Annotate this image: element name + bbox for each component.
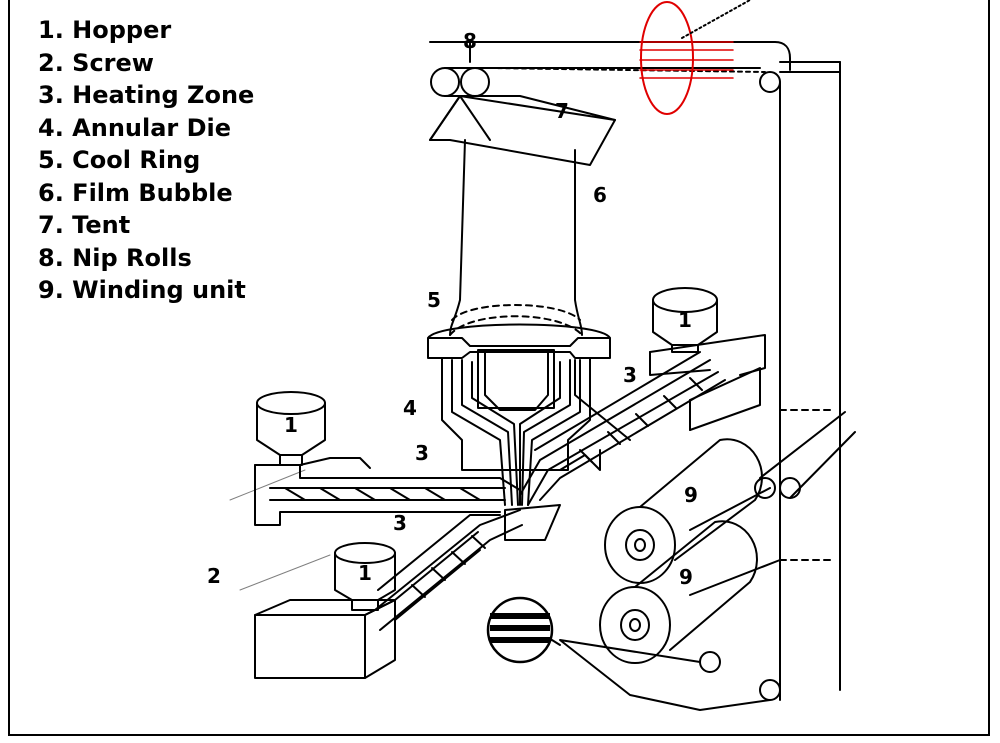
component-legend: 1. Hopper 2. Screw 3. Heating Zone 4. An… bbox=[38, 14, 254, 307]
legend-item-cool-ring: 5. Cool Ring bbox=[38, 146, 201, 174]
callout-heating-zone-left: 3 bbox=[415, 441, 429, 465]
callout-tent: 7 bbox=[555, 99, 569, 123]
nip-rolls bbox=[430, 67, 766, 97]
callout-screw: 2 bbox=[207, 564, 221, 588]
legend-item-nip-rolls: 8. Nip Rolls bbox=[38, 243, 192, 272]
callout-annular-die: 4 bbox=[403, 396, 417, 420]
legend-item-screw: 2. Screw bbox=[38, 48, 154, 77]
legend-item-heating-zone: 3. Heating Zone bbox=[38, 81, 255, 109]
film-cross-section-icon bbox=[486, 596, 561, 664]
callout-film-bubble: 6 bbox=[593, 183, 607, 207]
film-path-frame bbox=[429, 41, 841, 701]
film-bubble bbox=[449, 139, 583, 336]
film-layer-highlight bbox=[639, 1, 734, 115]
callout-winding-unit-upper: 9 bbox=[684, 483, 698, 507]
tent bbox=[429, 95, 616, 166]
legend-item-annular-die: 4. Annular Die bbox=[38, 113, 232, 142]
callout-nip-rolls: 8 bbox=[463, 29, 477, 53]
annular-die bbox=[441, 349, 591, 506]
right-extruder bbox=[519, 287, 766, 506]
legend-item-tent: 7. Tent bbox=[38, 211, 131, 239]
callout-cool-ring: 5 bbox=[427, 288, 441, 312]
callout-hopper-left: 1 bbox=[284, 413, 298, 437]
callout-hopper-right: 1 bbox=[678, 308, 692, 332]
legend-item-winding-unit: 9. Winding unit bbox=[38, 276, 246, 304]
left-extruder bbox=[229, 391, 521, 526]
callout-winding-unit-lower: 9 bbox=[679, 565, 693, 589]
winding-unit bbox=[559, 411, 856, 711]
detail-leader-line bbox=[681, 0, 751, 39]
lower-extruder bbox=[239, 504, 561, 679]
callout-heating-zone-lower: 3 bbox=[393, 511, 407, 535]
legend-item-film-bubble: 6. Film Bubble bbox=[38, 178, 233, 207]
callout-heating-zone-right: 3 bbox=[623, 363, 637, 387]
legend-item-hopper: 1. Hopper bbox=[38, 16, 172, 44]
cool-ring bbox=[427, 323, 611, 359]
callout-hopper-lower: 1 bbox=[358, 561, 372, 585]
